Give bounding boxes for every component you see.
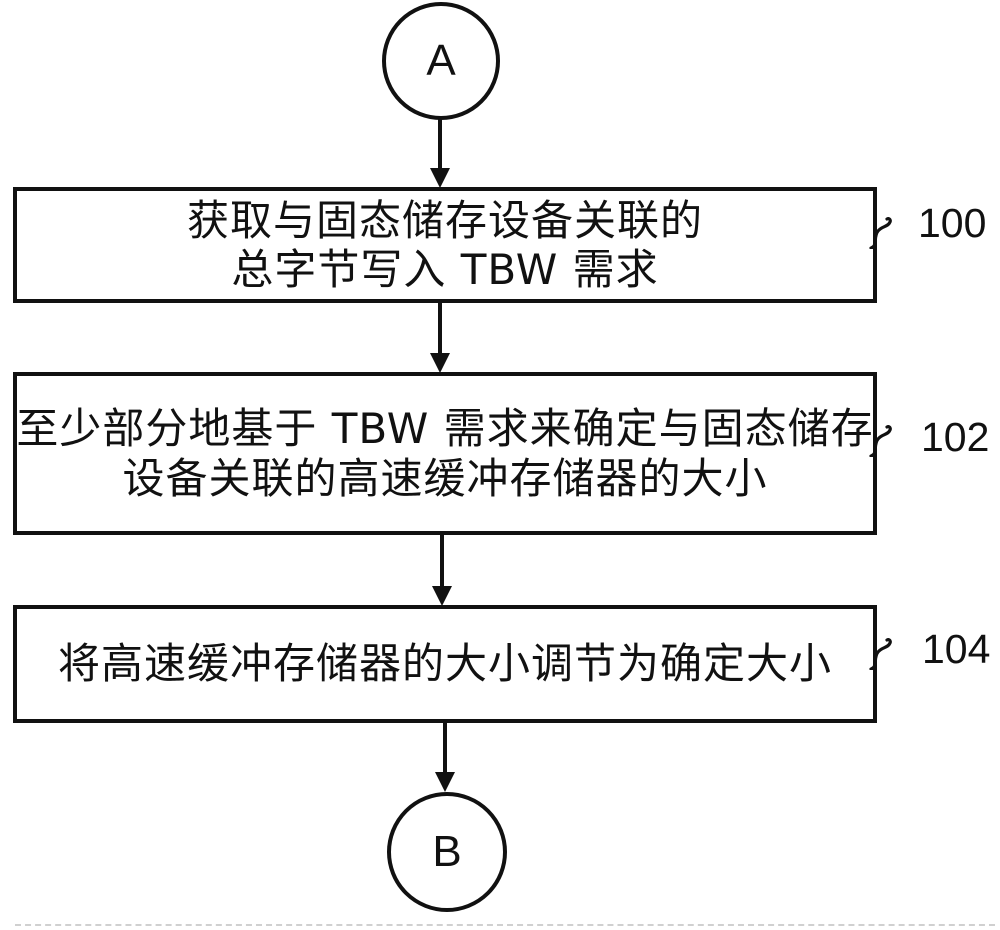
flow-arrow-shaft bbox=[438, 303, 442, 355]
scan-edge-artifact bbox=[15, 924, 995, 926]
start-connector-label: A bbox=[426, 36, 456, 85]
process-box-100-text-line: 获取与固态储存设备关联的 bbox=[186, 195, 703, 245]
flow-arrow-shaft bbox=[443, 723, 447, 774]
reference-squiggle-icon bbox=[869, 217, 892, 249]
process-box-102-text-line: 至少部分地基于 TBW 需求来确定与固态储存 bbox=[16, 404, 874, 454]
process-box-100: 获取与固态储存设备关联的 总字节写入 TBW 需求 bbox=[13, 187, 877, 303]
flow-arrow-shaft bbox=[438, 118, 442, 170]
reference-number-100: 100 bbox=[918, 200, 987, 246]
process-box-102: 至少部分地基于 TBW 需求来确定与固态储存 设备关联的高速缓冲存储器的大小 bbox=[13, 372, 877, 535]
reference-squiggle-icon bbox=[869, 638, 892, 670]
flow-arrow-head-icon bbox=[432, 586, 452, 606]
process-box-100-text-line: 总字节写入 TBW 需求 bbox=[231, 245, 659, 294]
reference-number-102: 102 bbox=[921, 414, 990, 460]
end-connector-label: B bbox=[432, 827, 462, 876]
flow-arrow-head-icon bbox=[430, 353, 450, 373]
process-box-104-text-line: 将高速缓冲存储器的大小调节为确定大小 bbox=[57, 639, 832, 689]
end-connector-circle: B bbox=[387, 792, 507, 912]
reference-squiggle-icon bbox=[869, 425, 892, 457]
process-box-102-text-line: 设备关联的高速缓冲存储器的大小 bbox=[122, 453, 768, 503]
flow-arrow-head-icon bbox=[435, 772, 455, 792]
start-connector-circle: A bbox=[382, 2, 500, 120]
process-box-104: 将高速缓冲存储器的大小调节为确定大小 bbox=[13, 605, 877, 723]
flow-arrow-shaft bbox=[440, 535, 444, 588]
reference-number-104: 104 bbox=[922, 626, 991, 672]
flow-arrow-head-icon bbox=[430, 168, 450, 188]
